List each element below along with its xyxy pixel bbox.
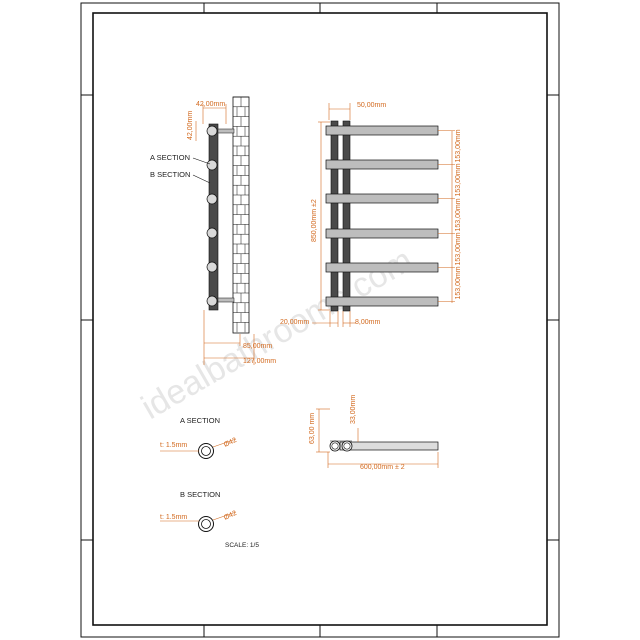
bar-end-1	[206, 125, 218, 137]
section-b-diameter: Ø42	[223, 510, 238, 522]
towel-bar-2	[325, 159, 439, 170]
side-width-dim: 42,00mm	[196, 101, 225, 108]
wall-bracket-bottom	[217, 297, 235, 303]
bar-ends	[206, 125, 218, 307]
wall-bracket-top	[217, 128, 235, 134]
side-total-depth-dim: 127,00mm	[243, 358, 276, 365]
towel-bar-6	[325, 296, 439, 307]
front-rail-right	[342, 120, 351, 312]
bar-end-3	[206, 193, 218, 205]
top-width-dim: 600,00mm ± 2	[360, 464, 405, 471]
bar-end-2	[206, 159, 218, 171]
scale-label: SCALE: 1/5	[225, 542, 259, 549]
top-bar	[339, 441, 439, 451]
section-a: A SECTION t: 1.5mm Ø42	[160, 416, 238, 459]
section-a-thickness: t: 1.5mm	[160, 442, 187, 449]
towel-bar-1	[325, 125, 439, 136]
section-a-title: A SECTION	[180, 416, 220, 425]
wall-brick-pattern	[232, 96, 250, 334]
section-a-tube-inner	[201, 446, 211, 456]
top-view: 63,00 mm 33,00mm 600,00mm ± 2	[309, 395, 439, 471]
a-section-label: A SECTION	[150, 153, 190, 162]
front-left-gap-dim: 20,00mm	[280, 319, 309, 326]
section-b-tube-outer	[198, 516, 214, 532]
section-b-thickness: t: 1.5mm	[160, 514, 187, 521]
bar-end-5	[206, 261, 218, 273]
section-a-diameter: Ø42	[223, 437, 238, 449]
towel-bar-3	[325, 193, 439, 204]
section-b-tube-inner	[201, 519, 211, 529]
spacing-dim-5: 153,00mm	[455, 266, 462, 299]
bar-end-4	[206, 227, 218, 239]
section-b-title: B SECTION	[180, 490, 220, 499]
towel-bar-4	[325, 228, 439, 239]
side-view: 42,00mm 42,00mm A SECTION B SECTION 85,0…	[150, 96, 276, 365]
section-b: B SECTION t: 1.5mm Ø42	[160, 490, 238, 532]
sheet-frame	[80, 2, 560, 638]
towel-bar-5	[325, 262, 439, 273]
spacing-dim-4: 153,00mm	[455, 232, 462, 265]
top-height-dim: 63,00 mm	[309, 413, 316, 444]
b-section-label: B SECTION	[150, 170, 190, 179]
front-rail-left	[330, 120, 339, 312]
side-height-dim: 42,00mm	[187, 111, 194, 140]
top-tube-dim: 33,00mm	[350, 395, 357, 424]
side-depth-dim: 85,00mm	[243, 343, 272, 350]
spacing-dim-3: 153,00mm	[455, 198, 462, 231]
spacing-dim-1: 153,00mm	[455, 129, 462, 162]
front-right-gap-dim: 8,00mm	[355, 319, 380, 326]
side-rail	[208, 123, 219, 311]
front-height-dim: 850,00mm ±2	[311, 199, 318, 242]
front-view: 50,00mm 850,00mm ±2 153,00mm153,00mm153,…	[280, 102, 462, 327]
bar-end-6	[206, 295, 218, 307]
front-top-dim: 50,00mm	[357, 102, 386, 109]
spacing-dim-2: 153,00mm	[455, 163, 462, 196]
section-a-tube-outer	[198, 443, 214, 459]
